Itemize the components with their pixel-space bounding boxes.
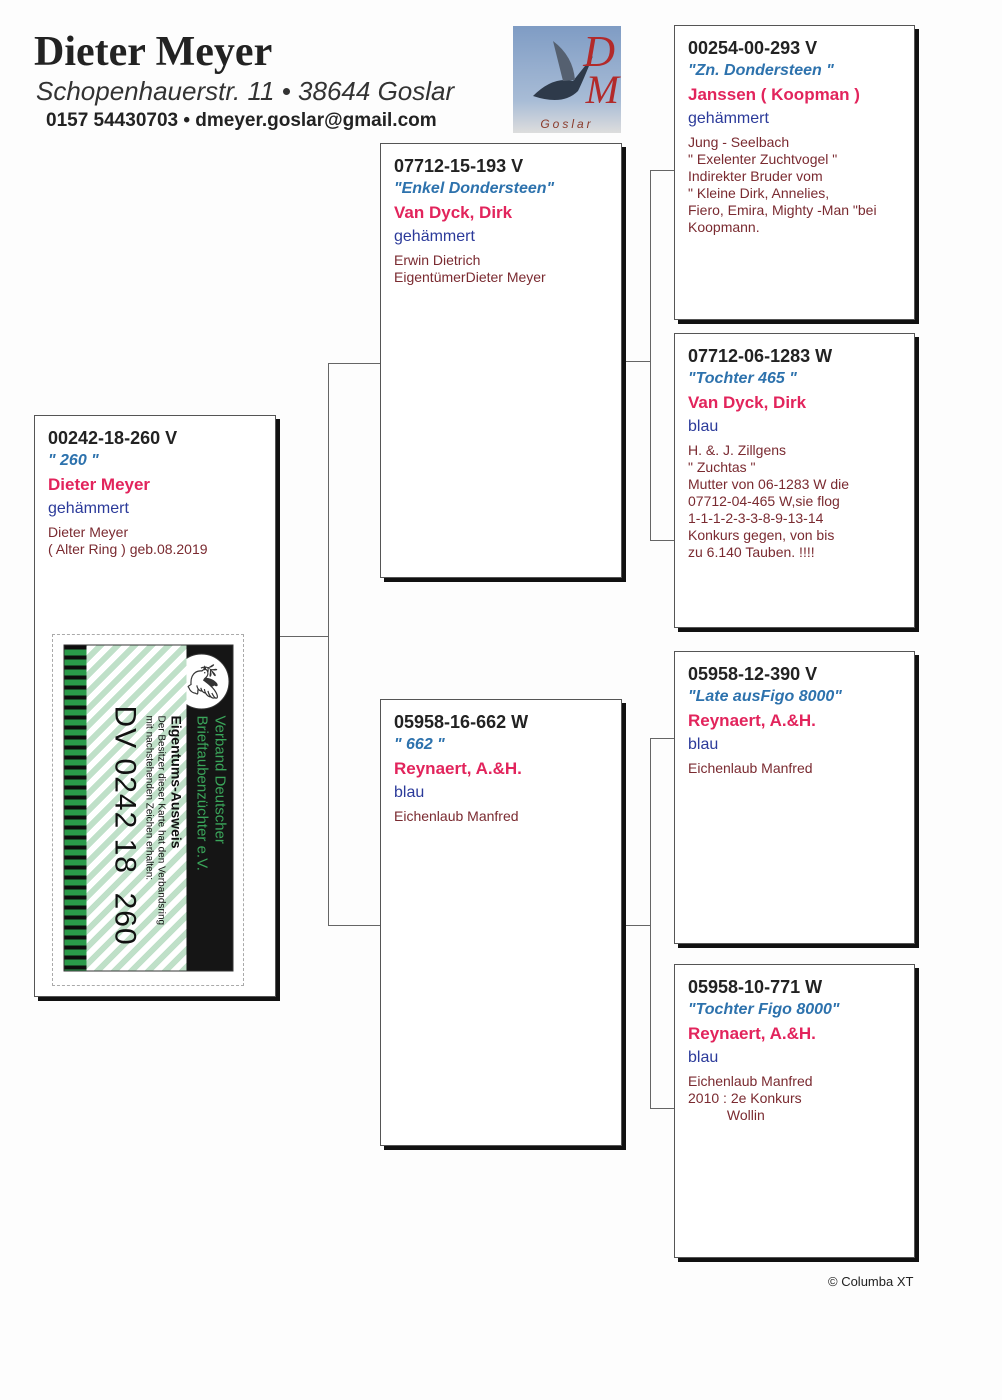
connector-line: [328, 363, 380, 364]
color: blau: [688, 1049, 719, 1066]
card-title: Eigentums-Ausweis: [168, 715, 185, 849]
color: blau: [688, 736, 719, 753]
card-org: Verband Deutscher Brieftaubenzüchter e.V…: [193, 715, 229, 871]
connector-line: [328, 363, 329, 926]
pigeon-name: " 662 ": [394, 736, 445, 753]
pigeon-name: " 260 ": [48, 452, 99, 469]
connector-line: [650, 170, 651, 540]
pigeon-name: "Tochter 465 ": [688, 370, 797, 387]
logo-d: D: [583, 27, 615, 76]
card-ring-number: DV 0242 18 260: [108, 705, 142, 946]
pigeon-card-dam-sire: 05958-12-390 V "Late ausFigo 8000" Reyna…: [674, 651, 915, 944]
breeder-contact: 0157 54430703 • dmeyer.goslar@gmail.com: [46, 110, 437, 131]
connector-line: [276, 636, 328, 637]
dm-logo: D M Goslar: [513, 26, 621, 133]
ring-number: 07712-06-1283 W: [688, 346, 833, 366]
notes: Eichenlaub Manfred: [394, 808, 519, 824]
breeder-name: Dieter Meyer: [34, 29, 273, 75]
breeder: Van Dyck, Dirk: [394, 203, 513, 222]
connector-line: [622, 925, 650, 926]
connector-line: [650, 738, 674, 739]
color: blau: [394, 784, 425, 801]
ring-number: 05958-16-662 W: [394, 712, 529, 732]
pigeon-name: "Zn. Dondersteen ": [688, 62, 834, 79]
pigeon-icon: [533, 41, 593, 100]
connector-line: [622, 361, 650, 362]
connector-line: [650, 540, 674, 541]
ring-number: 05958-10-771 W: [688, 977, 823, 997]
breeder: Reynaert, A.&H.: [688, 1024, 816, 1043]
pigeon-name: "Tochter Figo 8000": [688, 1001, 840, 1018]
color: gehämmert: [394, 228, 475, 245]
pigeon-card-sire-sire: 00254-00-293 V "Zn. Dondersteen " Jansse…: [674, 25, 915, 320]
notes: H. &. J. Zillgens " Zuchtas " Mutter von…: [688, 442, 850, 560]
color: gehämmert: [48, 500, 129, 517]
ring-number: 07712-15-193 V: [394, 156, 524, 176]
breeder: Dieter Meyer: [48, 475, 151, 494]
connector-line: [650, 1108, 674, 1109]
logo-city: Goslar: [540, 117, 594, 131]
ring-number: 00254-00-293 V: [688, 38, 818, 58]
ring-number: 00242-18-260 V: [48, 428, 178, 448]
pigeon-card-dam-dam: 05958-10-771 W "Tochter Figo 8000" Reyna…: [674, 964, 915, 1258]
notes: Erwin Dietrich EigentümerDieter Meyer: [394, 252, 546, 285]
breeder-address: Schopenhauerstr. 11 • 38644 Goslar: [36, 76, 455, 106]
connector-line: [650, 738, 651, 1108]
notes: Jung - Seelbach " Exelenter Zuchtvogel "…: [688, 134, 877, 235]
logo-m: M: [585, 67, 619, 112]
breeder: Reynaert, A.&H.: [688, 711, 816, 730]
ownership-card: 🕊 Verband Deutscher Brieftaubenzüchter e…: [52, 634, 244, 986]
card-text: Der Besitzer dieser Karte hat den Verban…: [143, 715, 167, 926]
breeder: Janssen ( Koopman ): [688, 85, 860, 104]
pigeon-card-dam: 05958-16-662 W " 662 " Reynaert, A.&H. b…: [380, 699, 622, 1146]
connector-line: [650, 170, 674, 171]
breeder: Van Dyck, Dirk: [688, 393, 807, 412]
pigeon-card-sire-dam: 07712-06-1283 W "Tochter 465 " Van Dyck,…: [674, 333, 915, 628]
pigeon-name: "Enkel Dondersteen": [394, 180, 555, 197]
pigeon-card-sire: 07712-15-193 V "Enkel Dondersteen" Van D…: [380, 143, 622, 578]
connector-line: [328, 925, 380, 926]
breeder: Reynaert, A.&H.: [394, 759, 522, 778]
notes: Eichenlaub Manfred: [688, 760, 813, 776]
color: blau: [688, 418, 719, 435]
color: gehämmert: [688, 110, 769, 127]
copyright: © Columba XT: [828, 1274, 914, 1289]
notes: Eichenlaub Manfred 2010 : 2e Konkurs Wol…: [688, 1073, 813, 1123]
card-pattern-strip: [63, 645, 87, 971]
notes: Dieter Meyer ( Alter Ring ) geb.08.2019: [48, 524, 208, 557]
pigeon-name: "Late ausFigo 8000": [688, 688, 842, 705]
ring-number: 05958-12-390 V: [688, 664, 818, 684]
